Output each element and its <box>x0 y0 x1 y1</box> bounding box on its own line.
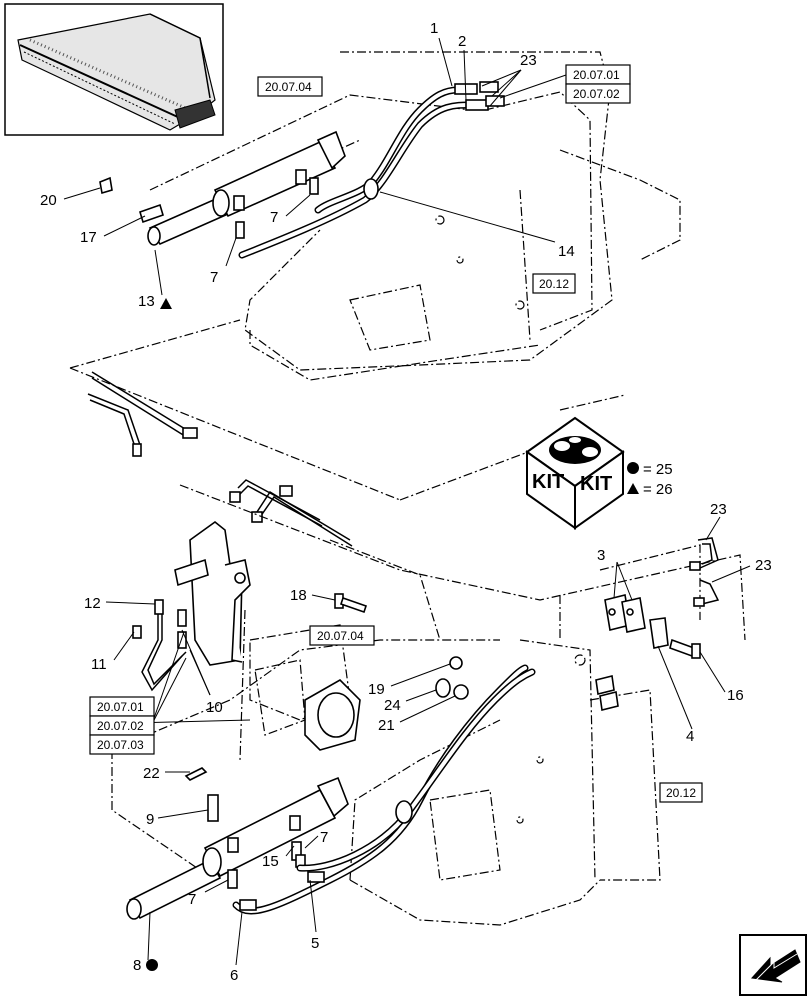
ref-20-07-01-top: 20.07.01 <box>573 68 620 82</box>
callout-19: 19 <box>368 681 385 698</box>
callout-labels: 1 2 23 20 17 7 7 14 13 3 23 23 18 12 11 … <box>40 20 772 984</box>
reference-boxes: 20.07.04 20.07.01 20.07.02 20.12 20.07.0… <box>89 64 703 803</box>
callout-14: 14 <box>558 243 575 260</box>
callout-20: 20 <box>40 192 57 209</box>
next-page-icon[interactable] <box>739 934 807 996</box>
callout-7-upper-b: 7 <box>210 269 218 286</box>
callout-2: 2 <box>458 33 466 50</box>
bolt-18 <box>334 593 368 614</box>
kit-label-left: KIT <box>532 471 564 493</box>
lower-hydraulic-cylinder <box>126 776 349 920</box>
ref-20-07-02-left: 20.07.02 <box>97 719 144 733</box>
callout-23-right-b: 23 <box>755 557 772 574</box>
kit-box-icon: KIT KIT <box>525 416 625 530</box>
callout-17: 17 <box>80 229 97 246</box>
upper-fittings <box>99 176 319 239</box>
callout-11: 11 <box>91 656 107 673</box>
ref-20-07-04-mid: 20.07.04 <box>317 629 364 643</box>
callout-16: 16 <box>727 687 744 704</box>
callout-9: 9 <box>146 811 154 828</box>
middle-lines <box>87 371 353 547</box>
nut-washer-group <box>435 656 469 700</box>
callout-23-top: 23 <box>520 52 537 69</box>
callout-23-right-a: 23 <box>710 501 727 518</box>
ref-20-12-top: 20.12 <box>539 277 569 291</box>
callout-13: 13 <box>138 293 155 310</box>
callout-4: 4 <box>686 728 694 745</box>
circle-8-icon <box>146 959 158 971</box>
right-fittings <box>595 537 720 711</box>
motor-housing <box>254 659 361 751</box>
ref-20-12-right: 20.12 <box>666 786 696 800</box>
callout-10: 10 <box>206 699 223 716</box>
pin-and-clip <box>184 767 219 822</box>
ref-20-07-01-left: 20.07.01 <box>97 700 144 714</box>
leader-lines <box>63 37 751 966</box>
ref-20-07-02-top: 20.07.02 <box>573 87 620 101</box>
valve-bracket <box>132 520 251 692</box>
upper-hydraulic-cylinder <box>147 130 346 246</box>
bolt-16 <box>669 638 701 659</box>
callout-8: 8 <box>133 957 141 974</box>
callout-5: 5 <box>311 935 319 952</box>
callout-7-upper-a: 7 <box>270 209 278 226</box>
legend-circle-text: = 25 <box>643 461 673 478</box>
callout-3: 3 <box>597 547 605 564</box>
callout-12: 12 <box>84 595 101 612</box>
header-thumbnail <box>4 3 224 136</box>
callout-18: 18 <box>290 587 307 604</box>
clamp-parts <box>604 594 669 649</box>
ref-20-07-04-top: 20.07.04 <box>265 80 312 94</box>
callout-7-lower-b: 7 <box>188 891 196 908</box>
triangle-13-icon <box>160 298 172 309</box>
callout-15: 15 <box>262 853 279 870</box>
legend-triangle-icon <box>627 483 639 494</box>
ref-20-07-03-left: 20.07.03 <box>97 738 144 752</box>
legend-circle-icon <box>627 462 639 474</box>
kit-legend: = 25 = 26 <box>627 461 673 498</box>
lower-hoses <box>232 664 536 915</box>
callout-21: 21 <box>378 717 395 734</box>
callout-22: 22 <box>143 765 160 782</box>
callout-6: 6 <box>230 967 238 984</box>
callout-24: 24 <box>384 697 401 714</box>
callout-1: 1 <box>430 20 438 37</box>
upper-hoses <box>238 81 505 259</box>
kit-label-right: KIT <box>580 473 612 495</box>
lower-frame <box>111 484 746 926</box>
legend-triangle-text: = 26 <box>643 481 673 498</box>
callout-7-lower-a: 7 <box>320 829 328 846</box>
